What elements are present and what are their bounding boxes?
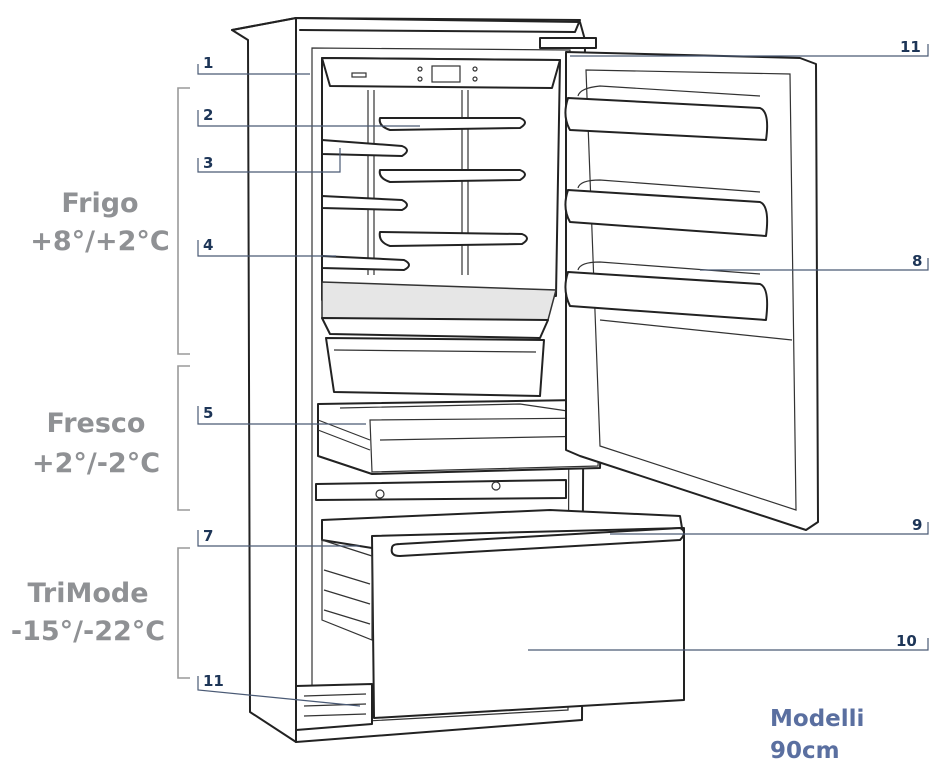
zone-frigo-name: Frigo xyxy=(61,188,138,219)
fresco-compartment xyxy=(317,281,603,475)
refrigerator-door xyxy=(539,37,819,531)
fridge-shelves xyxy=(321,117,528,271)
callout-2-label: 2 xyxy=(203,106,213,124)
model-line-1: Modelli xyxy=(770,706,864,732)
zone-brackets xyxy=(177,87,190,679)
callout-8-label: 8 xyxy=(912,252,922,270)
zone-trimode-temp: -15°/-22°C xyxy=(11,616,165,647)
callout-3: 3 xyxy=(197,148,341,173)
callout-10: 10 xyxy=(528,632,929,651)
callout-11-top-label: 11 xyxy=(900,38,921,56)
callout-7: 7 xyxy=(197,527,360,547)
callout-10-label: 10 xyxy=(896,632,917,650)
callout-5-label: 5 xyxy=(203,404,213,422)
model-line-2: 90cm xyxy=(770,738,840,764)
callout-7-label: 7 xyxy=(203,527,213,545)
callout-1: 1 xyxy=(197,54,310,75)
callout-9-label: 9 xyxy=(912,516,922,534)
trimode-drawer xyxy=(315,479,685,719)
callout-11-bottom: 11 xyxy=(197,672,361,707)
callout-4-label: 4 xyxy=(203,236,213,254)
callout-8: 8 xyxy=(700,252,929,271)
callout-11-top: 11 xyxy=(570,38,929,57)
callout-1-label: 1 xyxy=(203,54,213,72)
vent-grille xyxy=(295,683,373,731)
callout-11-bottom-label: 11 xyxy=(203,672,224,690)
zone-fresco-temp: +2°/-2°C xyxy=(32,448,160,479)
zone-trimode-name: TriMode xyxy=(27,578,148,609)
callout-3-label: 3 xyxy=(203,154,213,172)
callout-5: 5 xyxy=(197,404,366,425)
zone-frigo-temp: +8°/+2°C xyxy=(30,226,170,257)
callout-2: 2 xyxy=(197,106,420,127)
callout-9: 9 xyxy=(610,516,929,535)
zone-fresco-name: Fresco xyxy=(47,408,146,439)
callout-4: 4 xyxy=(197,236,336,257)
